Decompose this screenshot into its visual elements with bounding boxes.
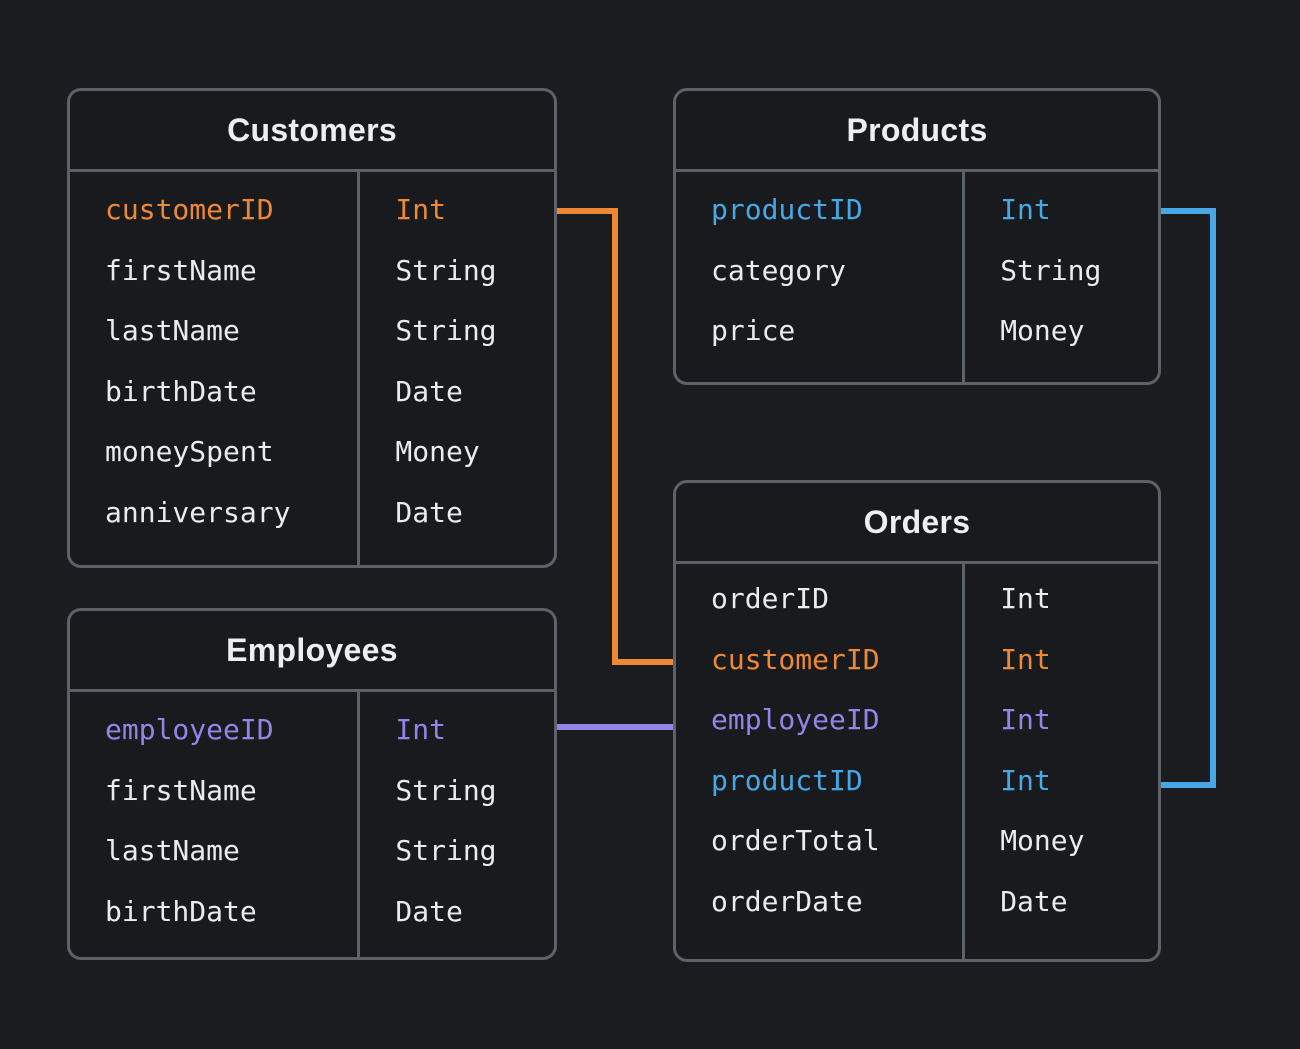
table-employees: Employees employeeID firstName lastName …	[67, 608, 557, 960]
field-type-column: Int Int Int Int Money Date	[965, 564, 1158, 959]
field-type-cell: String	[395, 253, 497, 287]
table-products: Products productID category price Int St…	[673, 88, 1161, 385]
field-type-cell: Date	[395, 894, 463, 928]
field-type-column: Int String String Date Money Date	[360, 172, 554, 565]
table-products-title: Products	[676, 91, 1158, 172]
field-name-cell: birthDate	[105, 374, 257, 408]
field-name-column: employeeID firstName lastName birthDate	[70, 692, 361, 957]
field-name-cell: firstName	[105, 773, 257, 807]
field-type-cell: Int	[395, 193, 446, 226]
table-customers-body: customerID firstName lastName birthDate …	[70, 172, 554, 565]
field-name-column: customerID firstName lastName birthDate …	[70, 172, 361, 565]
field-type-cell: Int	[395, 713, 446, 746]
field-name-cell: moneySpent	[105, 435, 274, 468]
field-name-cell: lastName	[105, 314, 240, 347]
field-name-cell: anniversary	[105, 495, 291, 529]
field-type-cell: Int	[1000, 582, 1051, 615]
table-products-body: productID category price Int String Mone…	[676, 172, 1158, 382]
table-customers: Customers customerID firstName lastName …	[67, 88, 557, 568]
field-type-cell: Int	[1000, 193, 1051, 226]
field-name-cell: customerID	[711, 642, 880, 676]
table-orders-title: Orders	[676, 483, 1158, 564]
field-type-cell: String	[395, 834, 497, 867]
table-customers-title: Customers	[70, 91, 554, 172]
field-name-cell: orderID	[711, 582, 830, 615]
field-name-cell: employeeID	[711, 703, 880, 736]
table-employees-body: employeeID firstName lastName birthDate …	[70, 692, 554, 957]
field-type-cell: Date	[395, 495, 463, 529]
field-type-cell: Int	[1000, 703, 1051, 736]
field-type-column: Int String Money	[965, 172, 1158, 382]
field-type-cell: String	[1000, 253, 1102, 287]
field-name-cell: orderDate	[711, 884, 863, 918]
connector-customers-orders	[554, 208, 678, 665]
field-type-cell: Int	[1000, 763, 1051, 797]
field-name-cell: birthDate	[105, 894, 257, 928]
field-name-cell: customerID	[105, 193, 274, 226]
field-type-cell: Date	[395, 374, 463, 408]
field-type-cell: String	[395, 773, 497, 807]
field-name-cell: productID	[711, 193, 863, 226]
field-type-cell: Date	[1000, 884, 1068, 918]
field-name-cell: price	[711, 314, 796, 347]
field-name-column: productID category price	[676, 172, 966, 382]
field-name-column: orderID customerID employeeID productID …	[676, 564, 966, 959]
table-employees-title: Employees	[70, 611, 554, 692]
field-type-cell: Money	[1000, 824, 1085, 857]
field-name-cell: firstName	[105, 253, 257, 287]
field-name-cell: category	[711, 253, 846, 287]
field-name-cell: orderTotal	[711, 824, 880, 857]
field-type-cell: String	[395, 314, 497, 347]
field-name-cell: lastName	[105, 834, 240, 867]
field-type-cell: Money	[395, 435, 480, 468]
field-name-cell: productID	[711, 763, 863, 797]
field-type-cell: Money	[1000, 314, 1085, 347]
field-type-column: Int String String Date	[360, 692, 554, 957]
field-name-cell: employeeID	[105, 713, 274, 746]
connector-products-orders	[1156, 208, 1216, 788]
field-type-cell: Int	[1000, 642, 1051, 676]
table-orders-body: orderID customerID employeeID productID …	[676, 564, 1158, 959]
table-orders: Orders orderID customerID employeeID pro…	[673, 480, 1161, 962]
